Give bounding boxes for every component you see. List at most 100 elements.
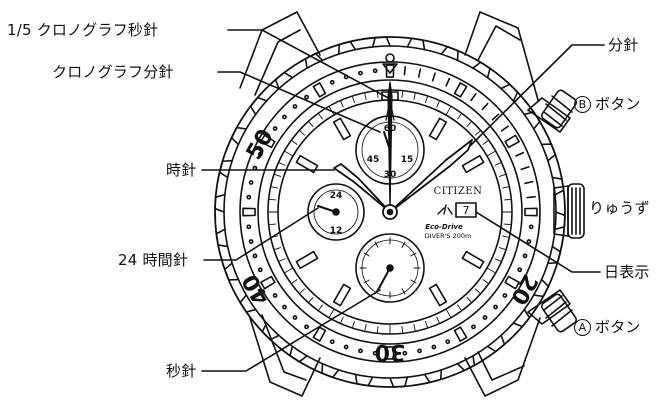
hour-marker xyxy=(295,154,319,174)
bezel-numeral-40: 40 xyxy=(238,270,275,309)
button-a-mark: A xyxy=(574,319,591,336)
dial-tick xyxy=(425,96,428,104)
hour-marker xyxy=(428,117,448,141)
bezel-minute-mark xyxy=(417,68,422,78)
bezel-index-mark xyxy=(260,275,276,290)
bezel-dot xyxy=(372,68,378,74)
bezel-tooth xyxy=(371,36,391,48)
dial-tick xyxy=(445,308,451,318)
bezel-teeth xyxy=(214,36,566,388)
dial-tick xyxy=(436,316,440,323)
bezel-minute-mark xyxy=(470,93,477,102)
dial-tick xyxy=(436,101,440,108)
subdial-tick xyxy=(363,252,370,257)
bezel-tooth xyxy=(456,354,476,372)
button-b-pusher xyxy=(527,89,577,133)
bezel-tooth xyxy=(423,369,443,384)
dial-tick xyxy=(329,308,335,318)
bezel-tooth xyxy=(249,96,268,116)
bezel-dot xyxy=(526,239,532,244)
label-minute-hand: 分針 xyxy=(608,36,639,54)
dial-tick xyxy=(498,174,506,177)
bezel-dot xyxy=(304,94,309,100)
bezel-dot xyxy=(358,70,363,76)
bezel-dot xyxy=(292,104,298,109)
bezel-index-mark xyxy=(312,82,327,98)
subdial-top-45: 45 xyxy=(367,155,380,165)
dial-tick xyxy=(340,316,344,323)
bezel-minute-mark xyxy=(520,166,530,171)
bezel-minute-mark xyxy=(431,72,436,82)
lugs xyxy=(239,11,541,397)
bezel-dot xyxy=(246,194,252,200)
button-a-pusher xyxy=(527,289,577,333)
bezel-dot xyxy=(358,348,363,354)
bezel-dot xyxy=(252,253,258,259)
dial-tick xyxy=(475,288,481,294)
hour-marker xyxy=(295,250,319,270)
dial-tick xyxy=(269,223,277,226)
bezel-tooth xyxy=(500,83,519,102)
bezel-tooth xyxy=(406,37,426,51)
bezel-index-mark xyxy=(504,275,520,290)
dial-tick xyxy=(308,297,314,303)
bezel-dot xyxy=(304,324,309,330)
bezel-tooth xyxy=(214,193,226,213)
bezel-tooth xyxy=(551,176,565,196)
dial-tick xyxy=(457,304,462,311)
dial-tick xyxy=(274,174,282,177)
dial-tick xyxy=(502,186,509,189)
bezel-dot xyxy=(417,348,422,354)
bezel-index-mark xyxy=(453,326,468,342)
bezel-minute-mark xyxy=(500,125,509,132)
bezel-dot xyxy=(528,224,534,230)
brand-logo-icon xyxy=(437,204,453,215)
minute-hand xyxy=(389,139,473,213)
dial-tick xyxy=(486,267,496,273)
bezel-index-mark xyxy=(504,134,520,149)
subdial-top-15: 15 xyxy=(401,155,414,165)
label-button-a-text: ボタン xyxy=(595,318,641,336)
label-chrono-fifth-second: 1/5 クロノグラフ秒針 xyxy=(7,21,159,39)
bezel-dot xyxy=(372,350,378,356)
bezel-tooth xyxy=(532,278,550,298)
hour-marker xyxy=(428,283,448,307)
leader-date xyxy=(475,211,601,273)
minute-track xyxy=(268,90,512,334)
subdial-seconds xyxy=(355,233,425,303)
dial-tick xyxy=(466,297,472,303)
button-b-mark: B xyxy=(574,96,591,113)
bezel-dot xyxy=(248,180,254,185)
dial-tick xyxy=(413,93,416,100)
bezel-tooth xyxy=(486,334,506,353)
dial-tick xyxy=(413,324,416,331)
chrono-second-hand xyxy=(387,81,393,213)
bezel-dot xyxy=(248,239,254,244)
eco-drive-text: Eco-Drive xyxy=(425,223,463,231)
bezel-tooth xyxy=(547,245,562,265)
bezel-tooth xyxy=(354,373,374,387)
bezel-tooth xyxy=(337,40,357,55)
bezel-pip xyxy=(385,53,395,63)
dial-tick xyxy=(475,130,481,136)
bezel-dot xyxy=(246,224,252,230)
bezel-index-mark xyxy=(524,207,538,217)
dial-tick xyxy=(279,162,286,166)
hour-marker xyxy=(461,154,485,174)
dial-tick xyxy=(457,113,462,120)
bezel-tooth xyxy=(239,294,257,313)
dial-tick xyxy=(503,198,511,201)
dial-tick xyxy=(274,247,282,250)
dial-tick xyxy=(494,258,501,262)
label-crown: りゅうず xyxy=(589,199,650,217)
bezel-numeral-50: 50 xyxy=(242,125,279,164)
label-hour-hand: 時針 xyxy=(166,161,197,179)
bezel-index-mark xyxy=(453,82,468,98)
bezel-index-mark xyxy=(385,64,395,78)
dial-tick xyxy=(482,140,489,145)
subdial-tick xyxy=(410,252,417,257)
label-second-hand: 秒針 xyxy=(166,362,197,380)
subdial-tick xyxy=(374,241,379,248)
